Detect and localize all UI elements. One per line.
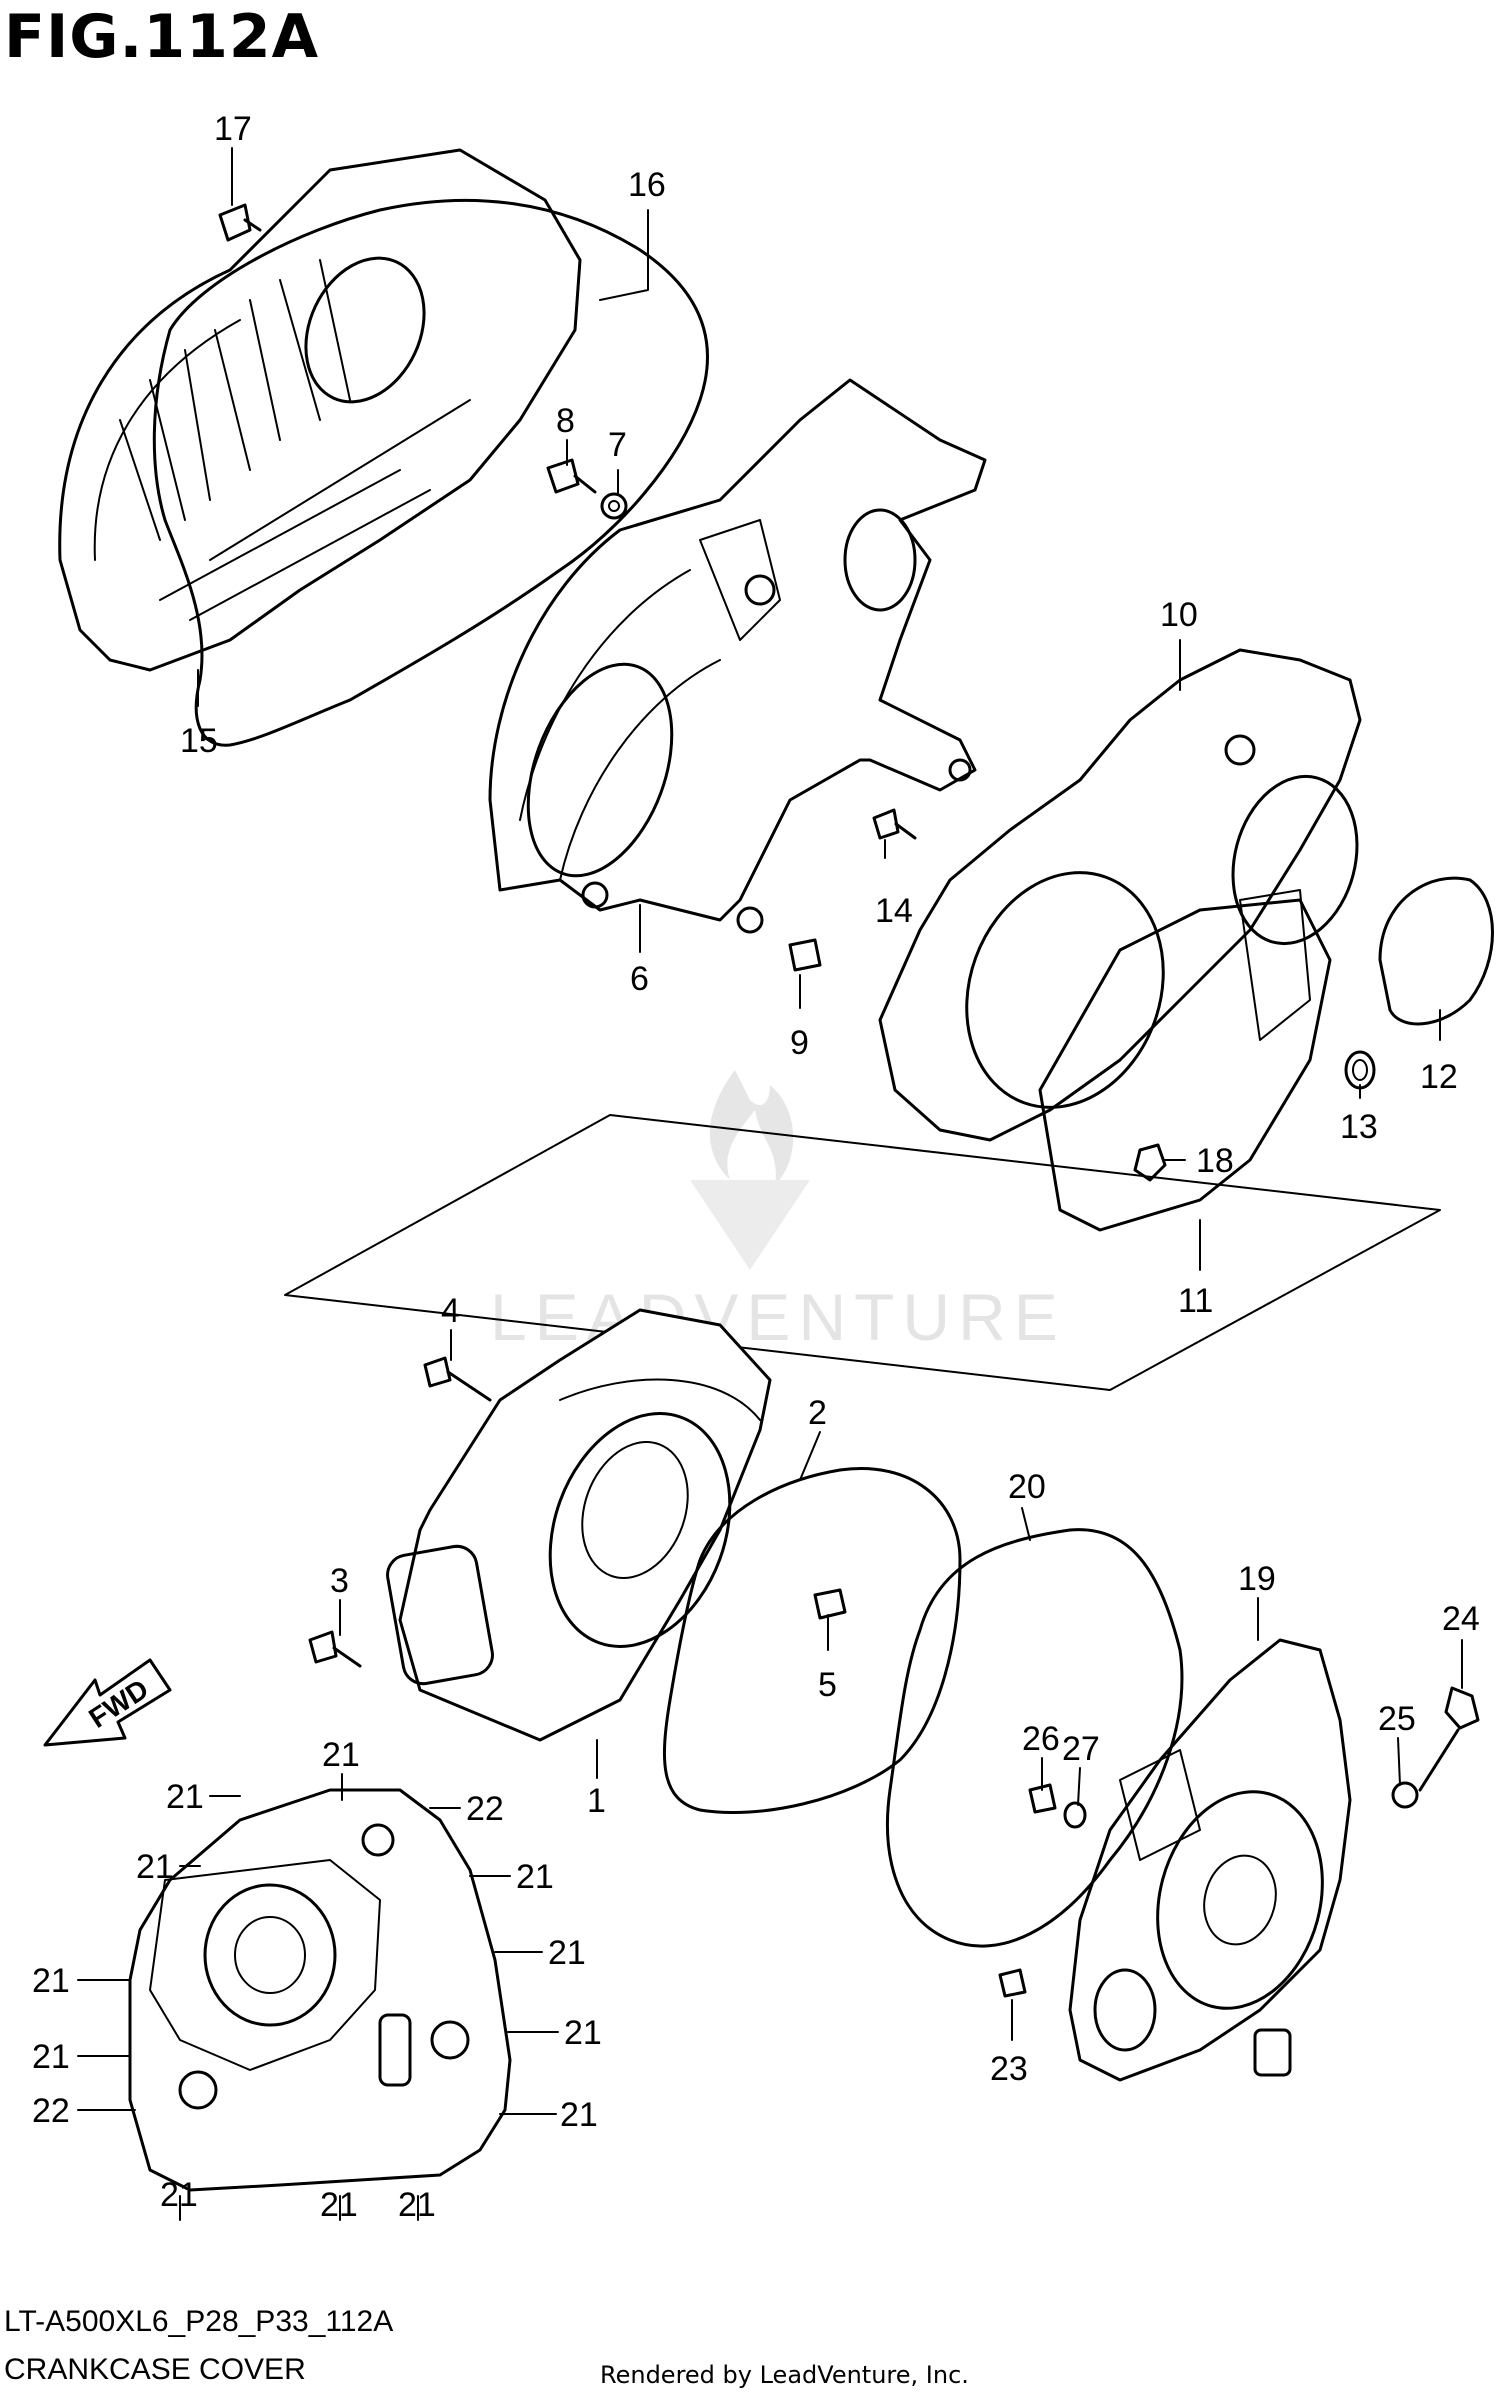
callout-21[interactable]: 21: [398, 2186, 436, 2224]
part-plug-26: [1028, 1783, 1057, 1814]
part-bolt-8: [546, 458, 597, 494]
part-bolt-14: [872, 808, 917, 840]
part-crankcase-cover-gasket: [1038, 898, 1332, 1232]
callout-19[interactable]: 19: [1238, 1560, 1276, 1598]
callout-21[interactable]: 21: [322, 1736, 360, 1774]
leader-lines: [77, 147, 1463, 2221]
part-dowel-9: [788, 938, 822, 972]
callout-22[interactable]: 22: [466, 1790, 504, 1828]
figure-title: FIG.112A: [4, 2, 320, 72]
callout-21[interactable]: 21: [320, 2186, 358, 2224]
part-plug-18: [1133, 1143, 1167, 1182]
callout-1[interactable]: 1: [587, 1782, 606, 1820]
callout-23[interactable]: 23: [990, 2050, 1028, 2088]
callout-13[interactable]: 13: [1340, 1108, 1378, 1146]
callout-21[interactable]: 21: [548, 1934, 586, 1972]
part-dipstick-24: [1418, 1686, 1480, 1792]
callout-21[interactable]: 21: [160, 2176, 198, 2214]
part-gasket-27: [1063, 1801, 1087, 1829]
part-bolt-4: [423, 1356, 492, 1402]
watermark-text: LEADVENTURE: [490, 1280, 1066, 1354]
callout-4[interactable]: 4: [441, 1292, 460, 1330]
callout-labels: 17 16 15 8 7 6 9 10 14 12 13 18 11 4 2 2…: [32, 110, 1480, 2224]
callout-6[interactable]: 6: [630, 960, 649, 998]
part-clutch-cover-gasket: [662, 1467, 962, 1814]
assembly-outline: [284, 1114, 1441, 1391]
callout-10[interactable]: 10: [1160, 596, 1198, 634]
callout-9[interactable]: 9: [790, 1024, 809, 1062]
callout-17[interactable]: 17: [214, 110, 252, 148]
callout-14[interactable]: 14: [875, 892, 913, 930]
callout-15[interactable]: 15: [180, 722, 218, 760]
callout-26[interactable]: 26: [1022, 1720, 1060, 1758]
watermark-flame-icon: [709, 1070, 794, 1185]
part-side-cover: [1068, 1638, 1352, 2082]
figure-name: CRANKCASE COVER: [4, 2353, 306, 2386]
part-dowel-5: [813, 1588, 847, 1620]
callout-22[interactable]: 22: [32, 2092, 70, 2130]
part-cap-gasket-12: [1378, 876, 1494, 1026]
part-oring-13: [1344, 1050, 1376, 1090]
part-generator-cover: [128, 1788, 512, 2192]
watermark-v-icon: [690, 1180, 810, 1270]
part-inner-cover: [488, 378, 987, 934]
callout-27[interactable]: 27: [1062, 1730, 1100, 1768]
part-crankcase-cover: [878, 648, 1362, 1142]
callout-8[interactable]: 8: [556, 402, 575, 440]
callout-2[interactable]: 2: [808, 1394, 827, 1432]
callout-24[interactable]: 24: [1442, 1600, 1480, 1638]
callout-3[interactable]: 3: [330, 1562, 349, 1600]
callout-18[interactable]: 18: [1196, 1142, 1234, 1180]
callout-21[interactable]: 21: [136, 1848, 174, 1886]
callout-11[interactable]: 11: [1178, 1282, 1213, 1320]
fwd-arrow: FWD: [43, 1658, 172, 1747]
part-dowel-23: [998, 1968, 1027, 1998]
callout-21[interactable]: 21: [516, 1858, 554, 1896]
callout-21[interactable]: 21: [560, 2096, 598, 2134]
part-clutch-cover: [386, 1308, 772, 1742]
callout-25[interactable]: 25: [1378, 1700, 1416, 1738]
part-oring-25: [1391, 1781, 1419, 1809]
rendered-by-credit: Rendered by LeadVenture, Inc.: [600, 2361, 969, 2389]
part-bolt-17: [218, 203, 262, 242]
callout-21[interactable]: 21: [564, 2014, 602, 2052]
part-side-cover-gasket: [886, 1528, 1184, 1948]
callout-21[interactable]: 21: [166, 1778, 204, 1816]
part-bolt-3: [308, 1630, 362, 1668]
watermark: LEADVENTURE: [490, 1070, 1066, 1354]
part-outer-cover-gasket: [152, 198, 709, 747]
callout-21[interactable]: 21: [32, 2038, 70, 2076]
callout-5[interactable]: 5: [818, 1666, 837, 1704]
callout-21[interactable]: 21: [32, 1962, 70, 2000]
part-washer-7: [600, 492, 628, 520]
callout-7[interactable]: 7: [608, 426, 627, 464]
part-outer-cover: [58, 148, 582, 672]
callout-12[interactable]: 12: [1420, 1058, 1458, 1096]
figure-code: LT-A500XL6_P28_P33_112A: [4, 2305, 394, 2338]
callout-20[interactable]: 20: [1008, 1468, 1046, 1506]
callout-16[interactable]: 16: [628, 166, 666, 204]
